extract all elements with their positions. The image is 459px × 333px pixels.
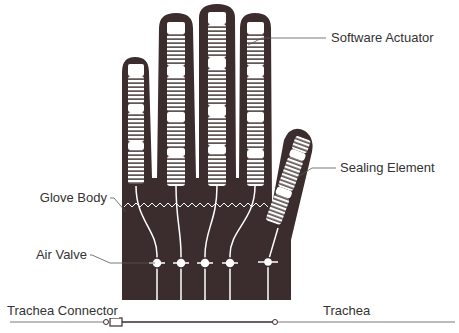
actuator-coil (265, 194, 290, 226)
joint-pad (247, 112, 264, 122)
part-label: Trachea Connector (6, 303, 119, 318)
actuator-coil (208, 68, 226, 106)
joint-pad (128, 64, 144, 76)
actuator-coil (208, 24, 226, 58)
valve-stem (258, 261, 278, 263)
part-label: Trachea (322, 303, 371, 318)
actuator-coil (208, 116, 226, 146)
tube (230, 186, 255, 322)
trachea-end (273, 320, 278, 325)
actuator-coil (247, 76, 264, 112)
joint-pad (167, 148, 185, 156)
actuator-coil (128, 76, 144, 104)
actuator-coil (128, 112, 144, 142)
actuator-coil (247, 158, 264, 186)
leader-lines (10, 38, 455, 322)
part-label: Software Actuator (330, 30, 435, 45)
actuator-coil (247, 122, 264, 150)
part-label: Glove Body (39, 190, 108, 205)
actuator-coil (247, 34, 264, 66)
thumb-tube (268, 228, 278, 322)
joint-pad (167, 112, 185, 122)
seal-line (124, 203, 268, 207)
joint-pad (208, 12, 226, 24)
connector-end (104, 320, 109, 325)
valve-stem (197, 262, 213, 264)
valve-stem (173, 262, 189, 264)
joint-pad (208, 58, 226, 68)
actuator-coil (278, 156, 304, 192)
valve-stem (222, 262, 238, 264)
actuator-coil (128, 150, 144, 184)
actuator-coil (167, 34, 185, 66)
actuator-coil (167, 156, 185, 186)
joint-pad (247, 66, 264, 76)
part-label: Air Valve (35, 247, 88, 262)
joint-pad (247, 150, 264, 158)
joint-pad (128, 142, 144, 150)
joint-pad (208, 146, 226, 154)
joint-pad (247, 22, 264, 34)
tube (136, 186, 157, 322)
joint-pad (167, 22, 185, 34)
joint-pad (208, 106, 226, 116)
glove-body (122, 4, 313, 300)
joint-pad (128, 104, 144, 112)
thumb-actuator (265, 135, 311, 225)
trachea-line (113, 321, 275, 323)
joint-pad (167, 66, 185, 76)
actuator-coil (167, 76, 185, 112)
part-label: Sealing Element (339, 160, 436, 175)
tube (205, 186, 217, 322)
connector (110, 318, 122, 326)
actuator-coil (208, 154, 226, 186)
tube (176, 186, 181, 322)
actuator-coil (167, 122, 185, 148)
